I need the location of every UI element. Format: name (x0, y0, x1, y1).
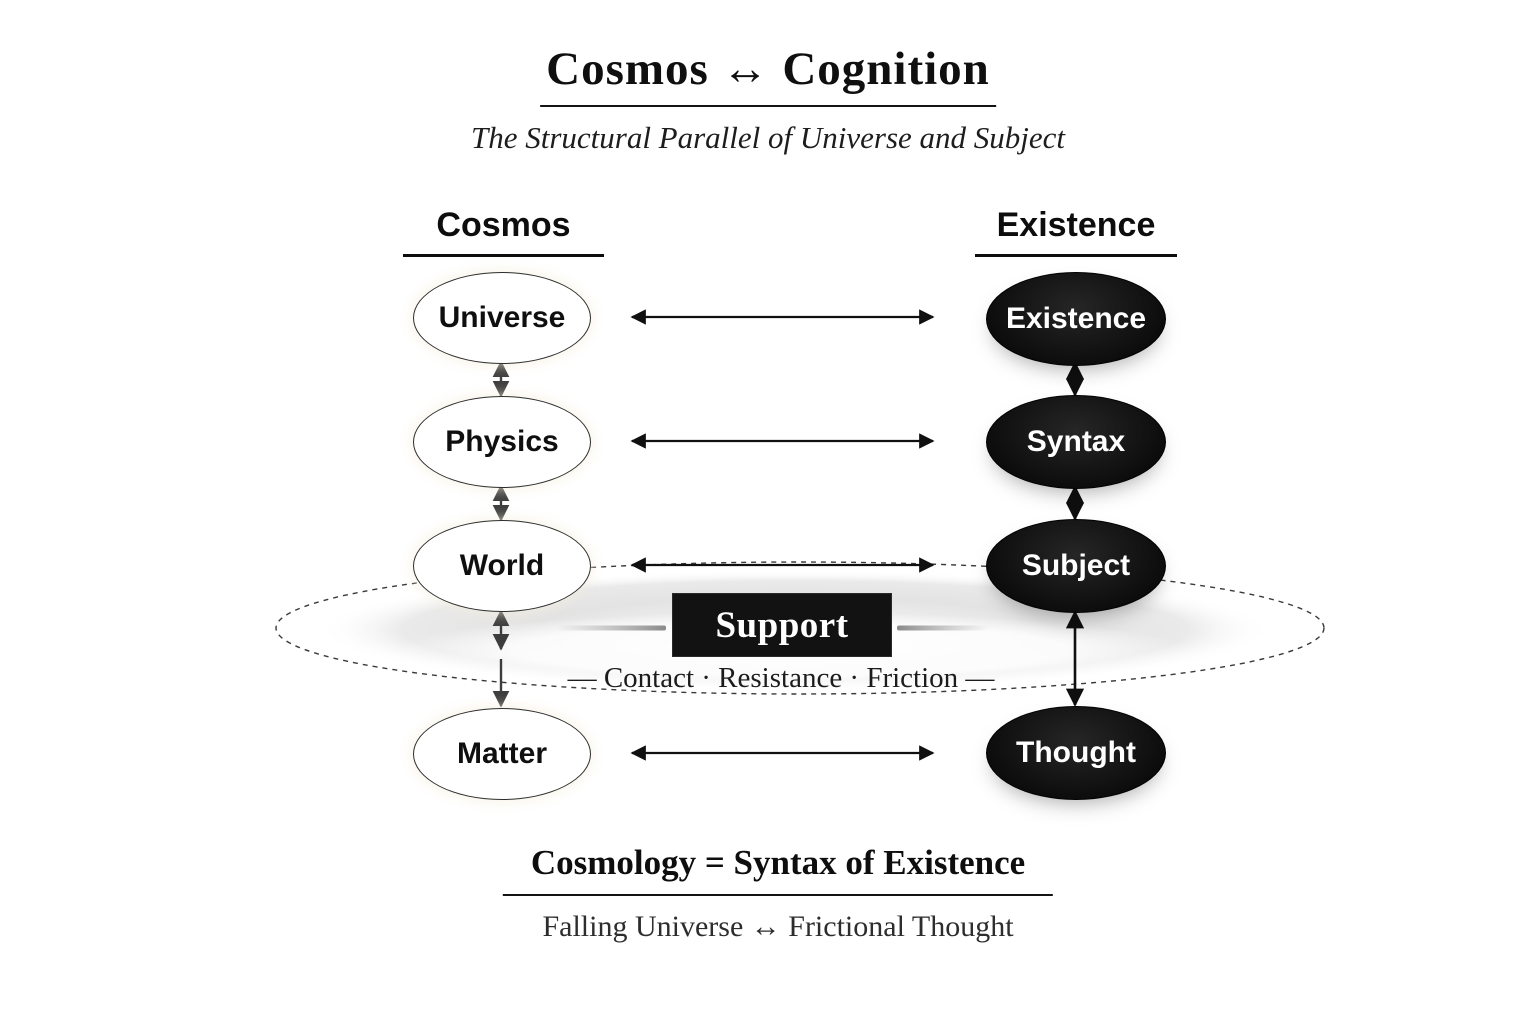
node-syntax-label: Syntax (1026, 425, 1126, 458)
footer-heading: Cosmology = Syntax of Existence (502, 843, 1054, 897)
support-line-right (897, 625, 989, 631)
node-physics: Physics (413, 396, 591, 488)
node-world: World (413, 520, 591, 612)
column-header-existence: Existence (975, 206, 1177, 258)
node-world-label: World (459, 549, 545, 582)
node-matter-label: Matter (456, 737, 547, 770)
node-existence-label: Existence (1005, 302, 1147, 335)
support-caption: — Contact · Resistance · Friction — (567, 662, 995, 694)
node-thought-label: Thought (1016, 736, 1136, 769)
node-subject: Subject (986, 519, 1166, 613)
node-physics-label: Physics (445, 425, 559, 458)
column-header-cosmos: Cosmos (403, 206, 604, 258)
support-box: Support (672, 593, 892, 657)
page-subtitle: The Structural Parallel of Universe and … (470, 120, 1066, 155)
support-dashed-ring (275, 561, 1325, 695)
node-universe-label: Universe (438, 301, 566, 334)
node-subject-label: Subject (1021, 549, 1131, 582)
node-syntax: Syntax (986, 395, 1166, 489)
support-line-left (556, 625, 666, 631)
footer-subheading: Falling Universe ↔ Frictional Thought (542, 910, 1014, 943)
node-universe: Universe (413, 272, 591, 364)
support-label: Support (715, 604, 849, 646)
node-matter: Matter (413, 708, 591, 800)
node-thought: Thought (986, 706, 1166, 800)
page-title: Cosmos ↔ Cognition (540, 43, 996, 107)
horizontal-arrows (630, 309, 935, 761)
node-existence: Existence (986, 272, 1166, 366)
